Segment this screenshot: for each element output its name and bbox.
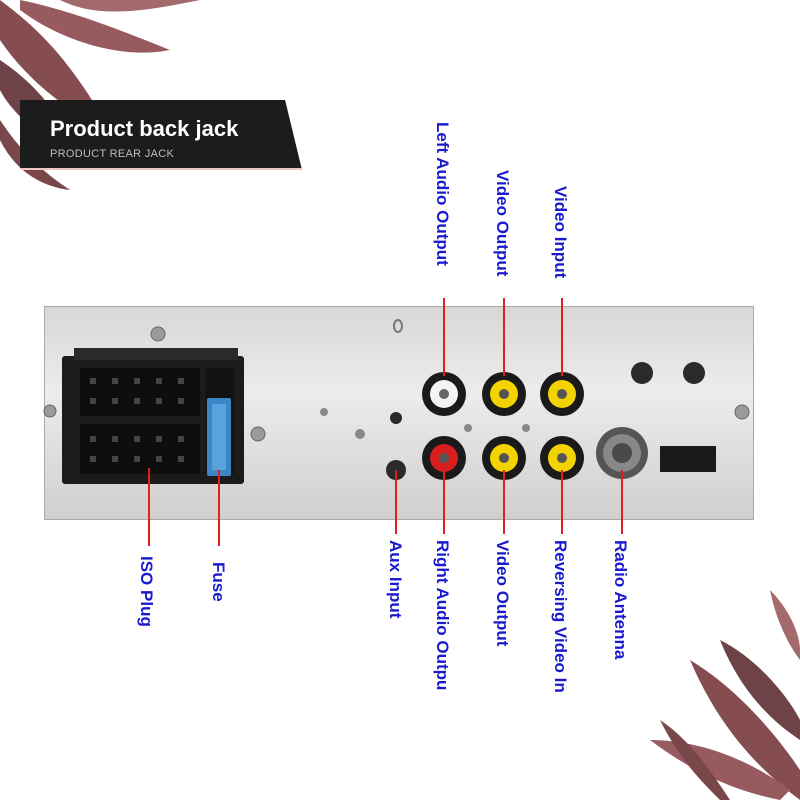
label-reversing-video-in: Reversing Video In — [551, 540, 570, 693]
label-aux-input: Aux Input — [386, 540, 405, 619]
label-video-output-bottom: Video Output — [493, 540, 512, 647]
leader-left-audio-output — [443, 298, 445, 376]
label-fuse: Fuse — [209, 562, 228, 602]
leader-video-output-top — [503, 298, 505, 376]
label-video-input: Video Input — [551, 186, 570, 279]
antenna-socket — [596, 427, 648, 479]
leader-video-input — [561, 298, 563, 376]
banner-title: Product back jack — [50, 116, 239, 141]
title-banner: Product back jack PRODUCT REAR JACK — [20, 100, 302, 170]
banner-subtitle: PRODUCT REAR JACK — [50, 148, 175, 160]
mount-holes — [320, 319, 705, 480]
leader-right-audio-output — [443, 470, 445, 534]
panel-slot — [660, 446, 716, 472]
rca-jacks — [422, 372, 584, 480]
label-radio-antenna: Radio Antenna — [611, 540, 630, 660]
leader-reversing-video-in — [561, 470, 563, 534]
leader-fuse — [218, 470, 220, 546]
fuse-part — [207, 398, 231, 476]
leader-iso-plug — [148, 468, 150, 546]
screws — [43, 326, 750, 442]
leader-video-output-bottom — [503, 470, 505, 534]
label-left-audio-output: Left Audio Output — [433, 122, 452, 266]
label-right-audio-output: Right Audio Outpu — [433, 540, 452, 691]
leader-radio-antenna — [621, 470, 623, 534]
label-iso-plug: ISO Plug — [137, 556, 156, 627]
leader-aux-input — [395, 470, 397, 534]
label-video-output-top: Video Output — [493, 170, 512, 277]
